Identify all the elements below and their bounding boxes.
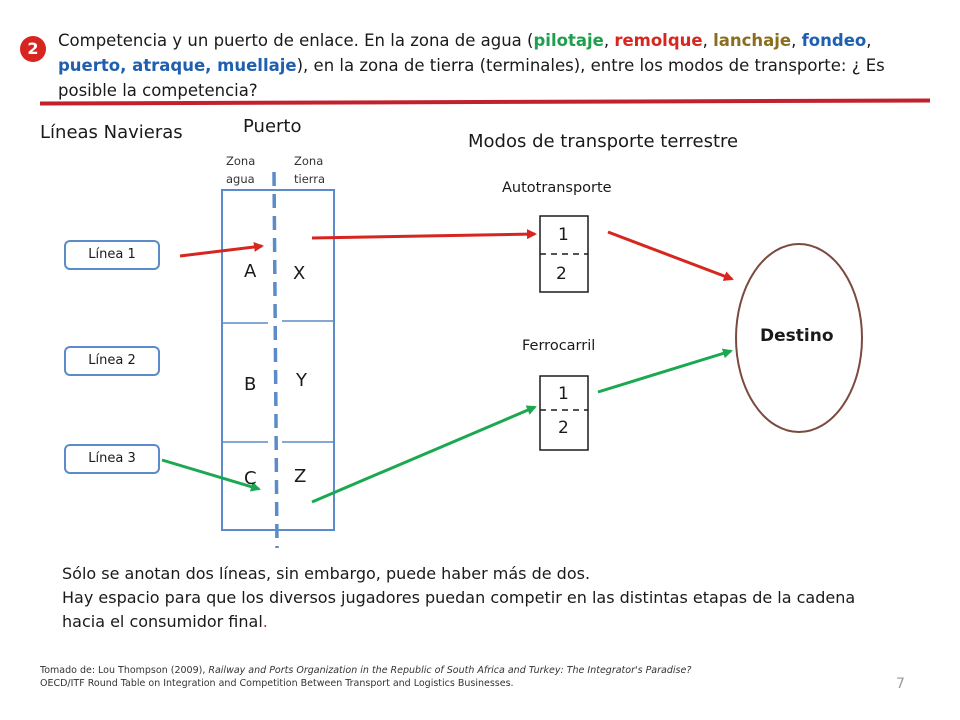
slide-heading: Competencia y un puerto de enlace. En la… <box>58 28 938 103</box>
arrow-ferrocarril-to-destino <box>597 348 733 394</box>
label-lineas-navieras: Líneas Navieras <box>40 122 183 143</box>
port-cell-y: Y <box>296 370 307 391</box>
port-cell-c: C <box>244 468 257 489</box>
arrow-linea1-to-a <box>179 242 264 258</box>
keyword-puerto-atraque-muellaje: puerto, atraque, muellaje <box>58 56 297 75</box>
port-cell-z: Z <box>294 466 307 487</box>
destino-ellipse <box>735 243 863 433</box>
footer-prefix: Tomado de: Lou Thompson (2009), <box>40 665 209 676</box>
separator: , <box>866 31 872 50</box>
heading-text-start: Competencia y un puerto de enlace. En la… <box>58 31 534 50</box>
note-line-1: Sólo se anotan dos líneas, sin embargo, … <box>62 564 591 583</box>
arrow-x-to-autotransporte <box>311 229 537 240</box>
arrow-linea3-to-c <box>161 458 261 492</box>
zona-agua-line1: Zona <box>226 154 256 168</box>
port-cell-x: X <box>293 263 306 284</box>
label-autotransporte: Autotransporte <box>502 180 612 196</box>
note-line-2-period: . <box>262 612 268 631</box>
port-box <box>221 189 335 531</box>
linea-3-box: Línea 3 <box>64 444 160 474</box>
note-text: Sólo se anotan dos líneas, sin embargo, … <box>62 562 862 634</box>
keyword-fondeo: fondeo <box>801 31 867 50</box>
arrow-z-to-ferrocarril <box>311 405 537 504</box>
zona-tierra-line1: Zona <box>294 154 324 168</box>
footer-line-1: Tomado de: Lou Thompson (2009), Railway … <box>40 664 920 677</box>
label-puerto: Puerto <box>243 116 302 137</box>
linea-1-box: Línea 1 <box>64 240 160 270</box>
separator: , <box>702 31 714 50</box>
zona-agua-line2: agua <box>226 172 255 186</box>
footer-line-2: OECD/ITF Round Table on Integration and … <box>40 678 514 689</box>
note-line-2-text: Hay espacio para que los diversos jugado… <box>62 588 856 631</box>
ferrocarril-slot-2: 2 <box>558 418 569 438</box>
note-line-2: Hay espacio para que los diversos jugado… <box>62 586 862 634</box>
page-number: 7 <box>896 676 905 692</box>
autotransporte-slot-2: 2 <box>556 264 567 284</box>
keyword-pilotaje: pilotaje <box>533 31 604 50</box>
label-ferrocarril: Ferrocarril <box>522 338 596 354</box>
autotransporte-slot-1: 1 <box>558 225 569 245</box>
label-modos-transporte: Modos de transporte terrestre <box>468 131 739 152</box>
separator: , <box>603 31 615 50</box>
heading-text-end: ), en la zona de tierra (terminales), en… <box>58 56 885 100</box>
label-zona-agua: Zona agua <box>226 152 266 188</box>
arrow-autotransporte-to-destino <box>607 230 734 281</box>
keyword-remolque: remolque <box>614 31 703 50</box>
ferrocarril-slot-1: 1 <box>558 384 569 404</box>
linea-2-box: Línea 2 <box>64 346 160 376</box>
ferrocarril-box <box>539 375 589 451</box>
label-zona-tierra: Zona tierra <box>294 152 344 188</box>
keyword-lanchaje: lanchaje <box>713 31 792 50</box>
port-cell-b: B <box>244 374 257 395</box>
destino-label: Destino <box>760 326 834 346</box>
slide-number-badge: 2 <box>20 36 46 62</box>
port-cell-a: A <box>244 261 257 282</box>
footer-title: Railway and Ports Organization in the Re… <box>208 665 692 676</box>
separator: , <box>791 31 802 50</box>
zone-separator <box>272 171 279 549</box>
zona-tierra-line2: tierra <box>294 172 326 186</box>
source-footer: Tomado de: Lou Thompson (2009), Railway … <box>40 664 920 690</box>
